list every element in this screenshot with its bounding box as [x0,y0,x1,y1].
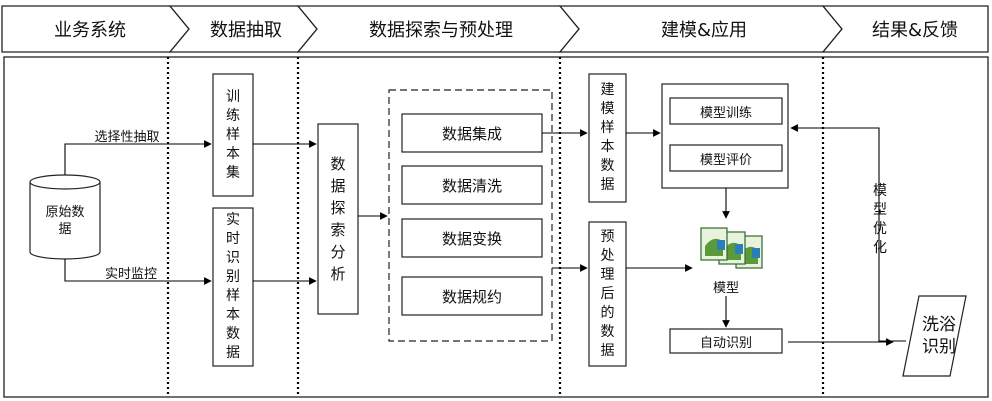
step-box-1 [401,113,543,153]
step-label-transform: 数据变换 [441,229,502,248]
vertical-char: 数 [600,158,615,174]
edge-feedback [790,124,906,342]
vertical-char: 的 [600,304,615,321]
raw-data-label: 原始数据 [45,205,85,237]
vertical-char: 模 [600,101,615,117]
step-label-reduce: 数据规约 [441,287,502,306]
model-train-box [669,97,783,125]
model-sample-label: 建模样本数据 [589,74,626,202]
model-sample-box [588,73,627,203]
step-box-3 [401,218,543,258]
model-eval-box [669,144,783,172]
optimize-label: 模型优化 [867,180,893,260]
edge-label-realtime: 实时监控 [104,266,157,282]
vertical-char: 型 [873,202,887,218]
vertical-char: 建 [600,82,615,98]
vertical-char: 别 [226,269,240,285]
auto-recognize-box [669,328,783,354]
vertical-char: 洗浴 [922,315,956,335]
model-label: 模型 [712,280,739,296]
vertical-char: 实 [226,212,240,228]
step-label-clean: 数据清洗 [441,176,502,195]
vertical-char: 数 [330,155,346,173]
stage-label-extract: 数据抽取 [210,20,282,41]
vertical-char: 练 [226,107,240,124]
header-band [1,5,989,53]
train-sample-label: 训练样本集 [213,74,253,196]
model-train-label: 模型训练 [699,105,752,121]
vertical-char: 模 [873,183,887,199]
vertical-char: 据 [600,342,615,359]
vertical-char: 集 [226,164,240,181]
vertical-char: 数 [600,323,615,340]
step-box-2 [401,165,543,205]
step-box-4 [401,276,543,316]
vertical-char: 本 [600,139,615,155]
stage-label-business: 业务系统 [54,20,126,41]
vertical-char: 理 [600,266,615,283]
stage-chevron-5 [821,5,989,53]
model-eval-label: 模型评价 [699,152,752,168]
vertical-char: 识别 [922,337,956,357]
edge-label-selective: 选择性抽取 [94,129,160,145]
train-sample-box [212,73,254,197]
vertical-char: 时 [226,231,240,247]
vertical-char: 训 [226,88,240,105]
vertical-char: 析 [330,265,346,283]
explore-box [317,123,359,315]
vertical-char: 样 [226,126,240,143]
vertical-char: 据 [600,177,615,193]
vertical-char: 样 [226,288,240,304]
realtime-sample-label: 实时识别样本数据 [213,208,253,366]
edge-realtime [64,259,212,285]
model-icon [700,227,763,269]
stage-label-result: 结果&反馈 [871,20,959,41]
preprocessed-label: 预处理后的数据 [589,222,626,366]
edge-selective [64,140,212,175]
vertical-char: 探 [330,199,346,217]
realtime-sample-box [212,207,254,367]
result-label: 洗浴识别 [916,296,962,376]
preprocessed-box [588,221,627,367]
vertical-char: 优 [873,221,887,237]
vertical-char: 索 [330,221,346,239]
vertical-char: 样 [600,120,615,136]
explore-label: 数据探索分析 [318,124,358,314]
vertical-char: 据 [226,345,240,361]
vertical-char: 处 [600,247,615,264]
raw-data-cylinder [29,174,101,260]
vertical-char: 数 [226,326,240,342]
body-frame [3,56,989,398]
stage-label-explore: 数据探索与预处理 [369,20,513,41]
stage-label-modeling: 建模&应用 [660,20,748,41]
auto-recognize-label: 自动识别 [699,335,752,351]
vertical-char: 据 [330,177,346,195]
vertical-char: 预 [600,228,615,245]
vertical-char: 后 [600,285,615,302]
result-parallelogram [902,295,967,377]
vertical-char: 本 [226,145,240,162]
vertical-char: 本 [226,307,240,323]
connectors [64,124,906,346]
step-label-integrate: 数据集成 [441,124,502,143]
vertical-char: 化 [873,240,887,256]
stage-separators [166,57,825,397]
vertical-char: 识 [226,250,240,266]
vertical-char: 分 [330,243,346,261]
